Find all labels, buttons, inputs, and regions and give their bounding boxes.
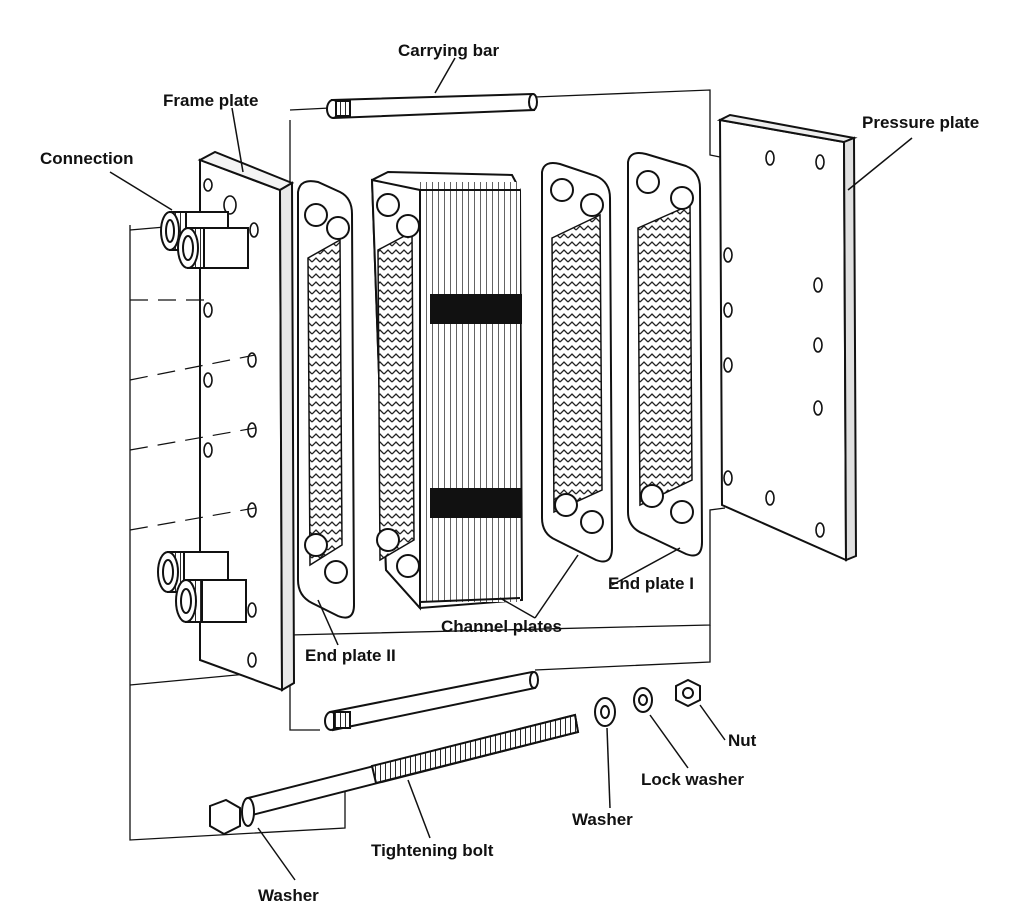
guide-bar bbox=[324, 670, 539, 732]
channel-plate-pack bbox=[370, 170, 524, 611]
label-lock-washer: Lock washer bbox=[641, 770, 744, 789]
channel-plate bbox=[541, 162, 614, 563]
end-plate-2 bbox=[297, 180, 356, 619]
bolt-hardware bbox=[594, 678, 701, 727]
label-tightening-bolt: Tightening bolt bbox=[371, 841, 494, 860]
connection-nozzles bbox=[157, 211, 249, 623]
tightening-bolt bbox=[209, 713, 580, 836]
label-nut: Nut bbox=[728, 731, 757, 750]
label-washer-bolt: Washer bbox=[258, 886, 319, 905]
label-carrying-bar: Carrying bar bbox=[398, 41, 500, 60]
label-frame-plate: Frame plate bbox=[163, 91, 259, 110]
label-pressure-plate: Pressure plate bbox=[862, 113, 980, 132]
label-end-plate-1: End plate I bbox=[608, 574, 694, 593]
label-connection: Connection bbox=[40, 149, 134, 168]
carrying-bar bbox=[326, 92, 538, 120]
leader-lines bbox=[109, 57, 913, 881]
end-plate-1 bbox=[627, 152, 704, 557]
label-channel-plates: Channel plates bbox=[441, 617, 562, 636]
pressure-plate bbox=[716, 113, 858, 562]
label-washer-small: Washer bbox=[572, 810, 633, 829]
label-end-plate-2: End plate II bbox=[305, 646, 396, 665]
